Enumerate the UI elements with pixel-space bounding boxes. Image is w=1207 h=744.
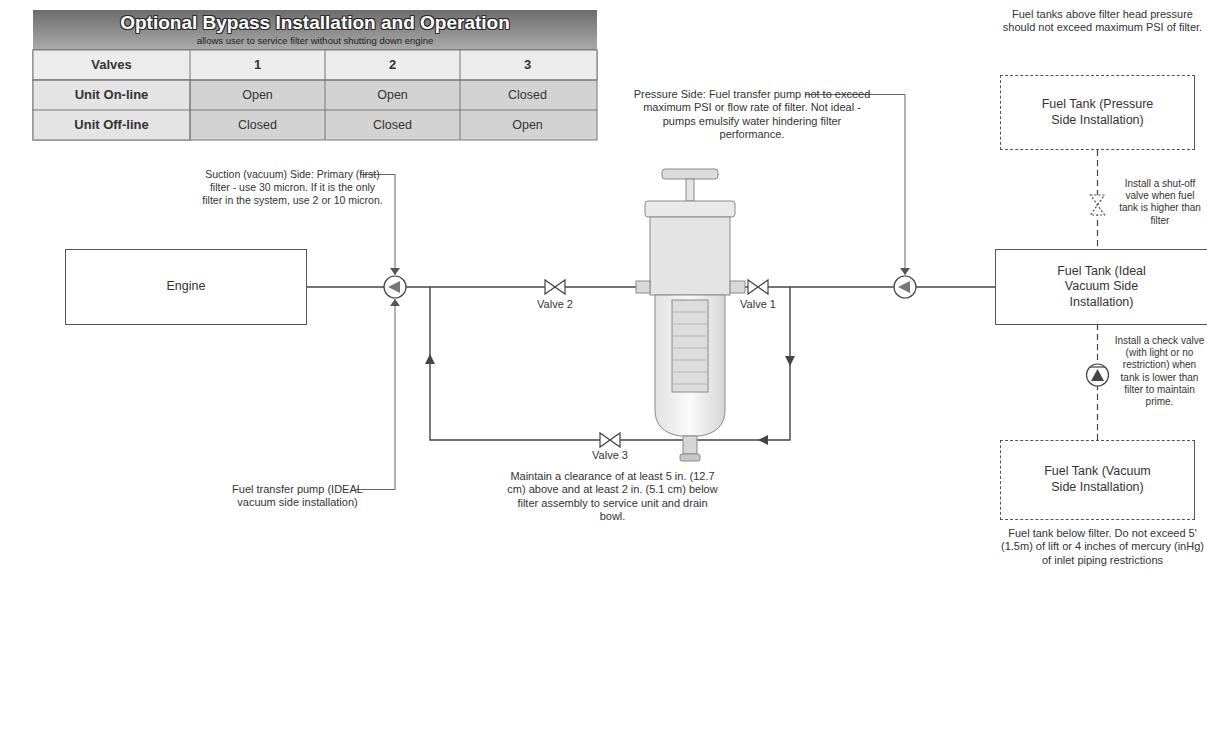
table-cell: Closed [325, 110, 460, 140]
table-header-row [33, 50, 597, 80]
table-cell: Closed [190, 110, 325, 140]
box-text: Engine [167, 279, 206, 295]
table-header: 2 [325, 50, 460, 80]
valve-label: Valve 3 [585, 449, 635, 462]
callout-note: Fuel tank below filter. Do not exceed 5'… [1000, 527, 1205, 567]
pump-symbol [384, 276, 406, 298]
leader-line [356, 299, 395, 490]
callout-note: Pressure Side: Fuel transfer pump not to… [632, 88, 872, 142]
table-rule [33, 110, 597, 111]
filter-illustration [636, 169, 745, 461]
table-grid [33, 50, 597, 140]
filter-handle-stem [686, 179, 694, 201]
leader-arrow [900, 268, 910, 275]
fuel-tank-box: Fuel Tank (Ideal Vacuum Side Installatio… [995, 249, 1207, 325]
filter-port [636, 281, 650, 293]
flow-arrow [785, 356, 795, 366]
box-text: Fuel Tank (Vacuum Side Installation) [1041, 464, 1154, 495]
table-cell: Open [190, 80, 325, 110]
table-rule [460, 50, 461, 140]
bypass-pipe [430, 287, 790, 440]
table-title-band [33, 10, 597, 50]
table-row-header: Unit Off-line [33, 110, 190, 140]
leader-arrow [390, 299, 400, 306]
callout-note: Install a check valve (with light or no … [1112, 335, 1207, 408]
fuel-tank-box: Fuel Tank (Vacuum Side Installation) [1000, 440, 1195, 520]
filter-head [650, 217, 730, 295]
table-body [33, 50, 597, 140]
table-subtitle: allows user to service filter without sh… [33, 35, 597, 47]
callout-note: Fuel tanks above filter head pressure sh… [1000, 8, 1205, 35]
box-text: Fuel Tank (Ideal Vacuum Side Installatio… [1042, 264, 1161, 311]
shutoff-valve-symbol [1091, 195, 1105, 215]
filter-bowl [655, 295, 725, 436]
check-valve-symbol [1087, 364, 1109, 386]
filter-port [730, 281, 745, 293]
filter-drain-knob [680, 454, 700, 461]
table-header: Valves [33, 50, 190, 80]
pump-arrow [898, 281, 910, 293]
table-cell: Open [460, 110, 595, 140]
table-cell: Closed [460, 80, 595, 110]
flow-arrow [758, 435, 768, 445]
filter-pleats [672, 312, 708, 384]
valve-label: Valve 1 [733, 298, 783, 311]
table-header: 1 [190, 50, 325, 80]
valve-symbol [748, 280, 768, 294]
leader-arrow [390, 268, 400, 275]
table-title: Optional Bypass Installation and Operati… [33, 11, 597, 34]
valve-label: Valve 2 [530, 298, 580, 311]
flow-arrow [425, 354, 435, 364]
table-rule [33, 80, 597, 81]
callout-note: Maintain a clearance of at least 5 in. (… [505, 470, 720, 524]
pump-arrow [388, 281, 400, 293]
check-valve-seat [1090, 366, 1105, 367]
filter-element [672, 300, 708, 392]
fuel-tank-box: Fuel Tank (Pressure Side Installation) [1000, 75, 1195, 150]
check-valve-arrow [1091, 369, 1104, 381]
filter-lid [645, 201, 735, 217]
table-header: 3 [460, 50, 595, 80]
filter-drain [683, 436, 697, 454]
table-cell: Open [325, 80, 460, 110]
table-rule [190, 50, 191, 140]
callout-note: Suction (vacuum) Side: Primary (first) f… [200, 168, 385, 206]
valve-symbol [545, 280, 565, 294]
callout-note: Install a shut-off valve when fuel tank … [1115, 178, 1205, 227]
callout-note: Fuel transfer pump (IDEAL vacuum side in… [230, 483, 365, 510]
table-rule [325, 50, 326, 140]
leader-lines [356, 95, 910, 490]
engine-box: Engine [65, 249, 307, 325]
valve-symbol [600, 433, 620, 447]
table-row-header: Unit On-line [33, 80, 190, 110]
box-text: Fuel Tank (Pressure Side Installation) [1041, 97, 1154, 128]
pump-symbol [894, 276, 916, 298]
filter-t-handle [662, 169, 718, 179]
